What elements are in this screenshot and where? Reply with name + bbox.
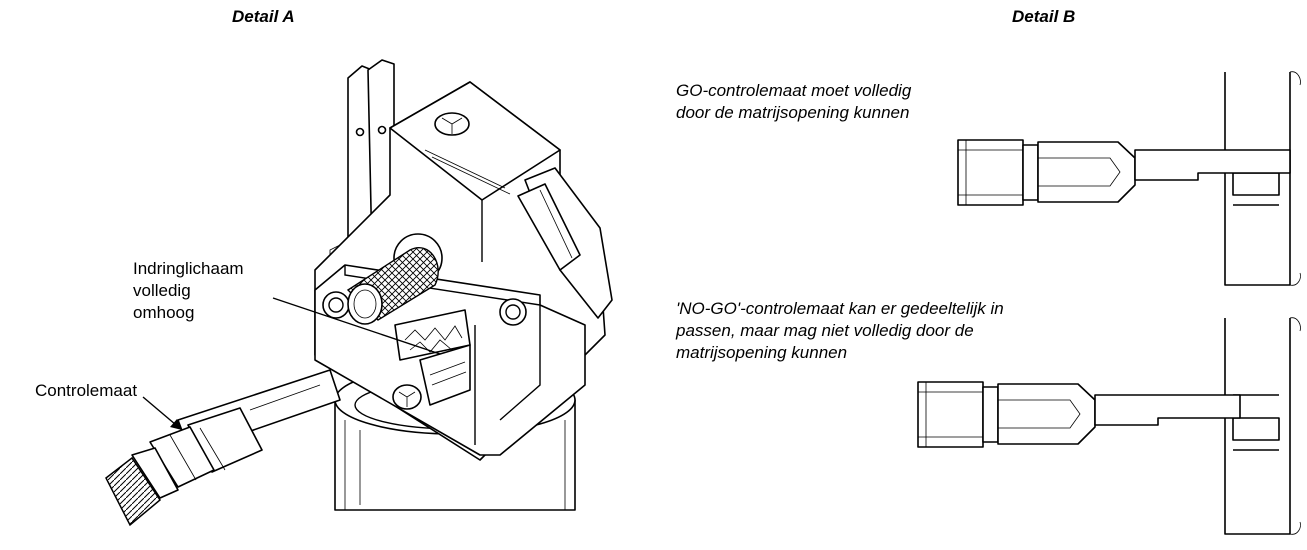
tool-lever (517, 167, 613, 319)
go-gauge-drawing (957, 71, 1301, 286)
gauge-label: Controlemaat (35, 381, 138, 400)
go-gauge-note-line-1: GO-controlemaat moet volledig (676, 81, 912, 100)
indenter-label-line-1: Indringlichaam (133, 259, 244, 278)
go-gauge-note: GO-controlemaat moet volledig door de ma… (676, 80, 911, 124)
go-gauge-note-line-2: door de matrijsopening kunnen (676, 103, 910, 122)
gauge-leader-arrowhead (170, 419, 182, 430)
nogo-gauge-note: 'NO-GO'-controlemaat kan er gedeeltelijk… (676, 298, 1004, 364)
detail-b-title: Detail B (1012, 7, 1076, 26)
crimp-tool-illustration (105, 59, 613, 527)
knurled-knob (346, 233, 443, 325)
nogo-gauge-drawing (917, 317, 1301, 535)
indenter-leader-line (272, 297, 441, 355)
front-screw (392, 384, 422, 410)
nogo-gauge-note-line-3: matrijsopening kunnen (676, 343, 848, 362)
indenter-jaws (394, 309, 471, 406)
indenter-label: Indringlichaam volledig omhoog (133, 258, 244, 324)
nogo-gauge-note-line-1: 'NO-GO'-controlemaat kan er gedeeltelijk… (676, 299, 1004, 318)
nogo-gauge-note-line-2: passen, maar mag niet volledig door de (676, 321, 974, 340)
indenter-label-line-2: volledig (133, 281, 191, 300)
detail-a-title: Detail A (232, 7, 295, 26)
indenter-label-line-3: omhoog (133, 303, 195, 322)
gauge-in-tool (105, 369, 341, 527)
